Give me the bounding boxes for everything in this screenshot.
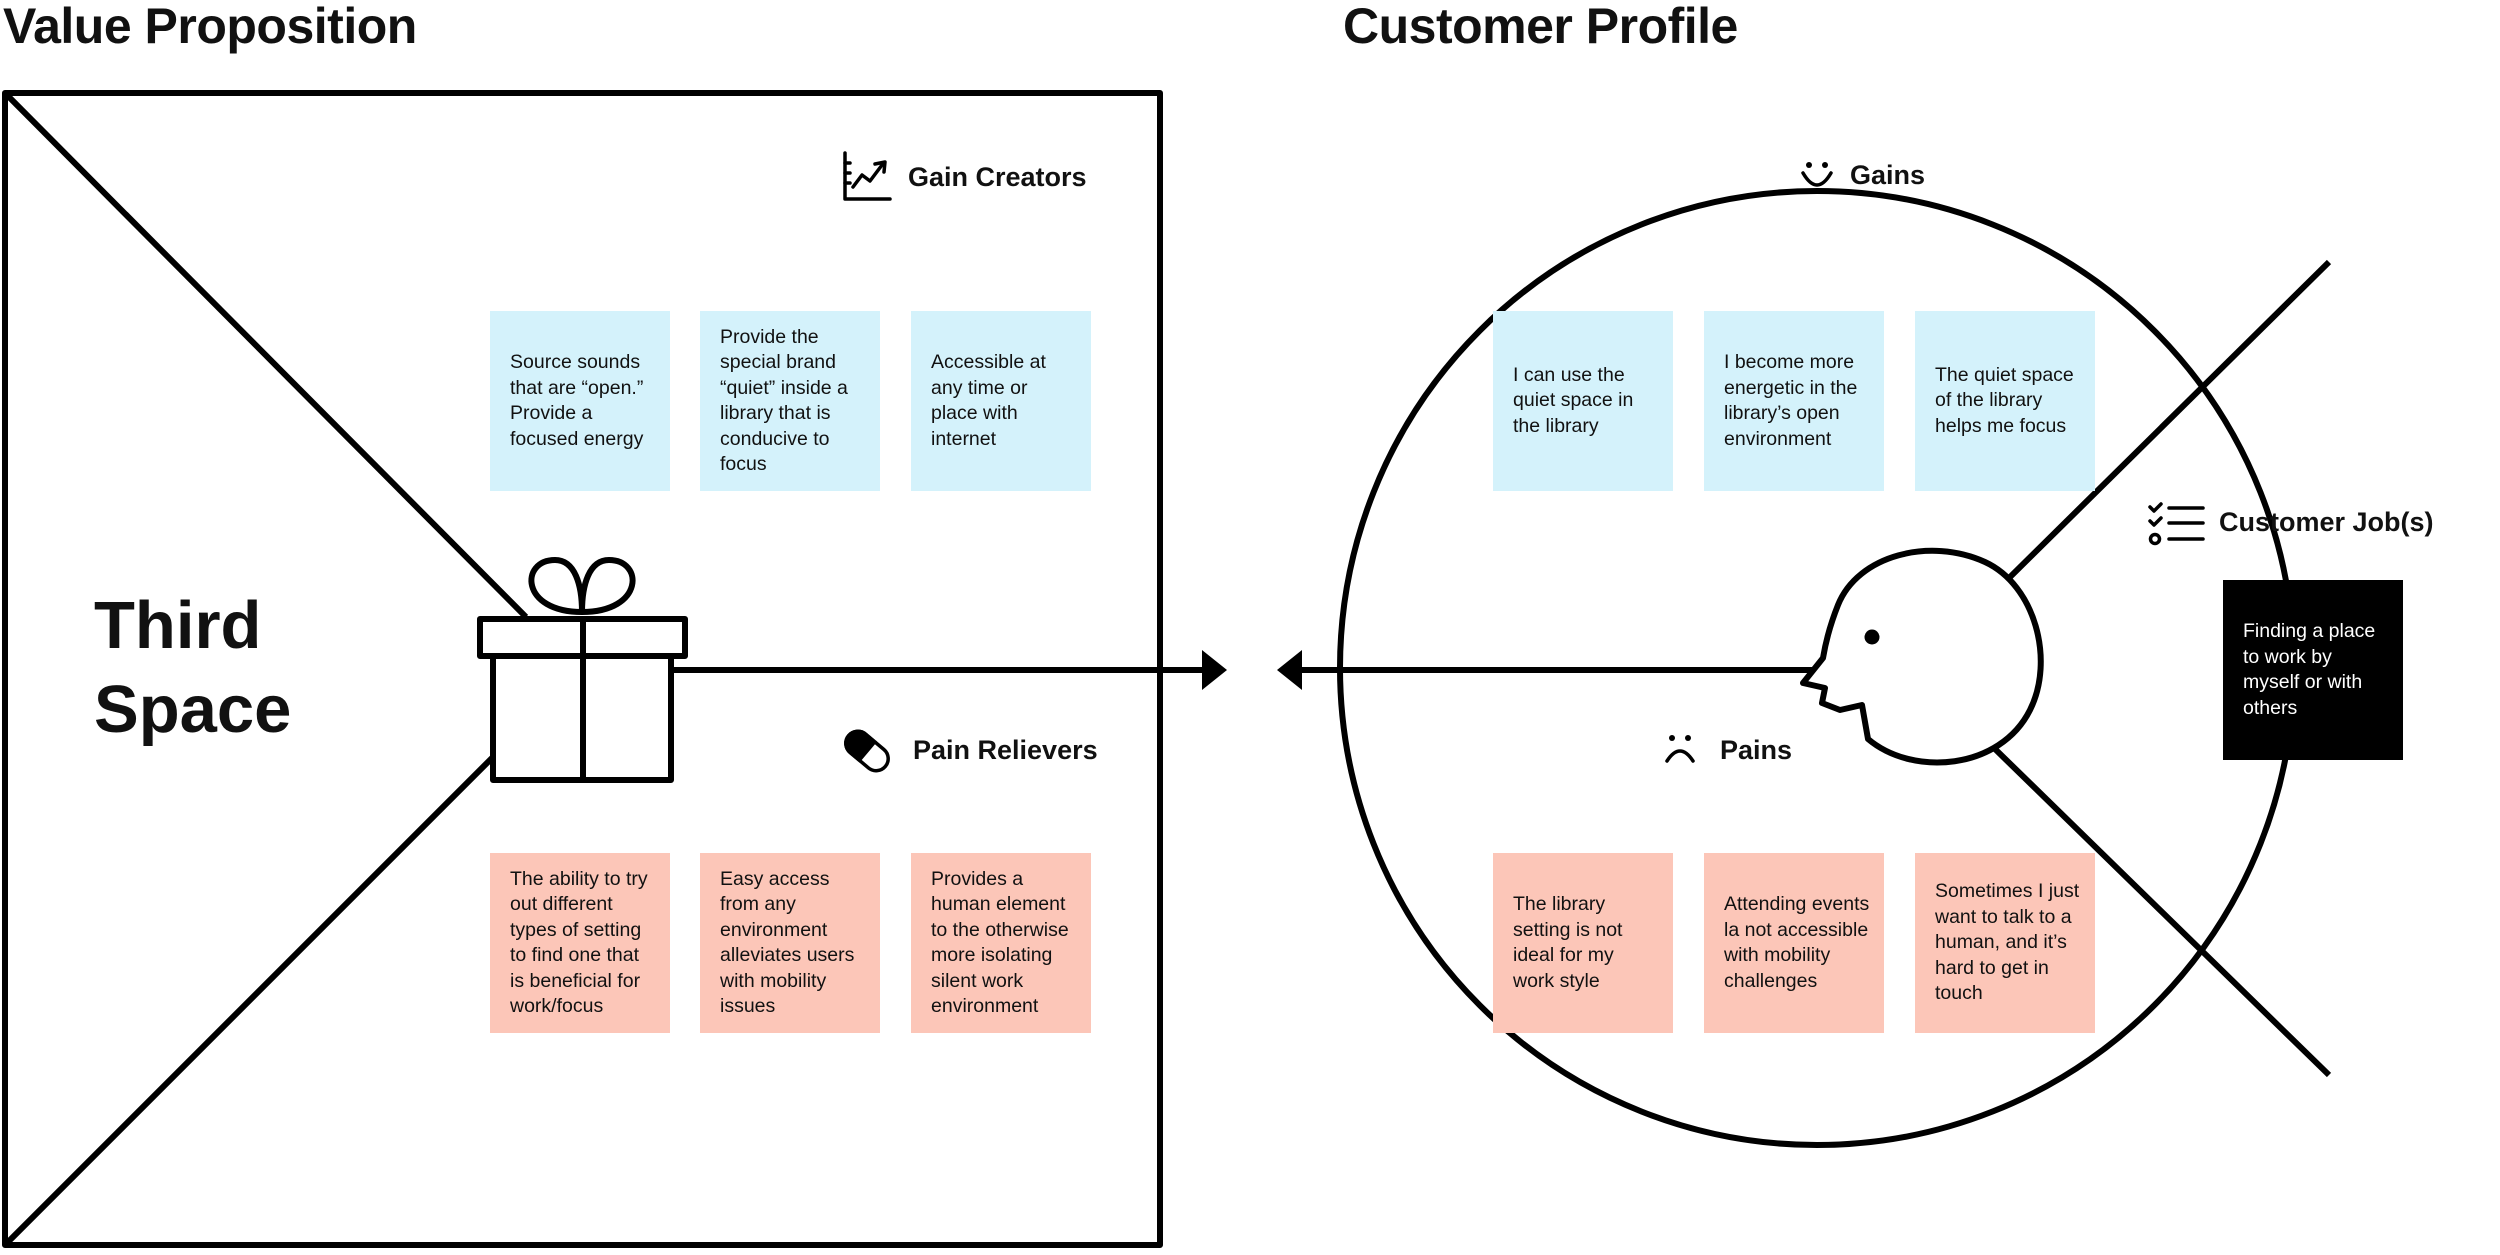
fit-arrow-right-head <box>1202 650 1227 690</box>
note-text: I can use the quiet space in the library <box>1513 363 1634 437</box>
gain-creator-note[interactable]: Provide the special brand “quiet” inside… <box>700 311 880 491</box>
gain-creator-note[interactable]: Accessible at any time or place with int… <box>911 311 1091 491</box>
gain-creators-label: Gain Creators <box>908 162 1087 192</box>
vp-diagonal-top <box>5 93 529 620</box>
pain-relievers-label: Pain Relievers <box>913 735 1098 765</box>
gain-note[interactable]: I can use the quiet space in the library <box>1493 311 1673 491</box>
note-text: Easy access from any environment allevia… <box>720 867 855 1018</box>
pain-note[interactable]: Sometimes I just want to talk to a human… <box>1915 853 2095 1033</box>
note-text: Attending events la not accessible with … <box>1724 893 1870 992</box>
head-profile-icon <box>1800 547 2044 766</box>
pill-icon <box>844 729 890 773</box>
pain-reliever-note[interactable]: The ability to try out different types o… <box>490 853 670 1033</box>
note-text: Sometimes I just want to talk to a human… <box>1935 880 2080 1005</box>
note-text: The ability to try out different types o… <box>510 867 648 1018</box>
frown-icon <box>1665 735 1695 763</box>
cp-divider-upper <box>2003 259 2332 584</box>
note-text: Provide the special brand “quiet” inside… <box>720 325 848 476</box>
cp-divider-lower <box>1992 746 2332 1078</box>
pain-reliever-note[interactable]: Provides a human element to the otherwis… <box>911 853 1091 1033</box>
note-text: The quiet space of the library helps me … <box>1935 363 2074 437</box>
note-text: Accessible at any time or place with int… <box>931 351 1046 450</box>
customer-job-note[interactable]: Finding a place to work by myself or wit… <box>2223 580 2403 760</box>
gains-label: Gains <box>1850 160 1926 190</box>
customer-profile-title: Customer Profile <box>1343 0 1738 54</box>
gift-icon <box>477 557 688 783</box>
pain-note[interactable]: The library setting is not ideal for my … <box>1493 853 1673 1033</box>
note-text: I become more energetic in the library’s… <box>1724 351 1858 450</box>
note-text: Finding a place to work by myself or wit… <box>2243 620 2376 719</box>
vp-diagonal-bottom <box>5 755 495 1245</box>
pains-label: Pains <box>1720 735 1793 765</box>
note-text: Source sounds that are “open.” Provide a… <box>510 351 644 450</box>
note-text: The library setting is not ideal for my … <box>1513 893 1623 992</box>
fit-arrow-left-head <box>1277 650 1302 690</box>
smile-icon <box>1801 162 1833 187</box>
gain-note[interactable]: The quiet space of the library helps me … <box>1915 311 2095 491</box>
note-text: Provides a human element to the otherwis… <box>931 867 1069 1018</box>
pain-note[interactable]: Attending events la not accessible with … <box>1704 853 1884 1033</box>
gain-creator-note[interactable]: Source sounds that are “open.” Provide a… <box>490 311 670 491</box>
customer-jobs-label: Customer Job(s) <box>2219 507 2434 537</box>
pain-reliever-note[interactable]: Easy access from any environment allevia… <box>700 853 880 1033</box>
value-proposition-title: Value Proposition <box>3 0 417 54</box>
trending-chart-icon <box>843 151 892 201</box>
checklist-icon <box>2148 502 2205 546</box>
product-name: Third Space <box>94 588 292 747</box>
gain-note[interactable]: I become more energetic in the library’s… <box>1704 311 1884 491</box>
